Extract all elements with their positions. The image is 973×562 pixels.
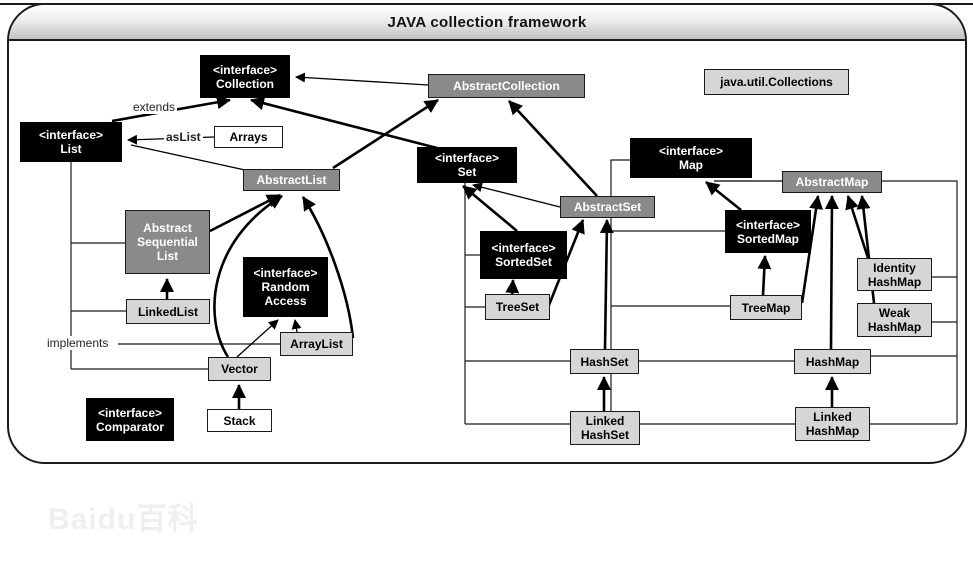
node-abstractset: AbstractSet [560, 196, 655, 218]
node-abstractlist: AbstractList [243, 169, 340, 191]
node-treemap: TreeMap [730, 295, 802, 320]
node-linkedhashmap: Linked HashMap [795, 407, 870, 441]
top-border-line [0, 3, 973, 5]
node-arrays: Arrays [214, 126, 283, 148]
node-weakhashmap: Weak HashMap [857, 303, 932, 337]
node-list-interface: <interface> List [20, 122, 122, 162]
node-linkedlist: LinkedList [126, 299, 210, 324]
node-abstractsequentiallist: Abstract Sequential List [125, 210, 210, 274]
node-linkedhashset: Linked HashSet [570, 411, 640, 445]
label-implements: implements [45, 336, 111, 350]
node-sortedmap-interface: <interface> SortedMap [725, 210, 811, 253]
node-hashset: HashSet [570, 349, 639, 374]
baidu-watermark: Baidu百科 [48, 503, 199, 536]
node-identityhashmap: Identity HashMap [857, 258, 932, 291]
node-map-interface: <interface> Map [630, 138, 752, 178]
node-collection-interface: <interface> Collection [200, 55, 290, 98]
node-abstractcollection: AbstractCollection [428, 74, 585, 98]
node-comparator-interface: <interface> Comparator [86, 398, 174, 441]
node-treeset: TreeSet [485, 294, 550, 320]
node-sortedset-interface: <interface> SortedSet [480, 231, 567, 279]
node-randomaccess-interface: <interface> Random Access [243, 257, 328, 317]
node-hashmap: HashMap [794, 349, 871, 374]
node-stack: Stack [207, 409, 272, 432]
node-java-util-collections: java.util.Collections [704, 69, 849, 95]
diagram-title: JAVA collection framework [387, 13, 587, 31]
node-arraylist: ArrayList [280, 332, 353, 356]
label-aslist: asList [164, 130, 203, 144]
node-set-interface: <interface> Set [417, 147, 517, 183]
title-band: JAVA collection framework [9, 5, 965, 41]
node-abstractmap: AbstractMap [782, 171, 882, 193]
node-vector: Vector [208, 357, 271, 381]
label-extends: extends [131, 100, 178, 114]
